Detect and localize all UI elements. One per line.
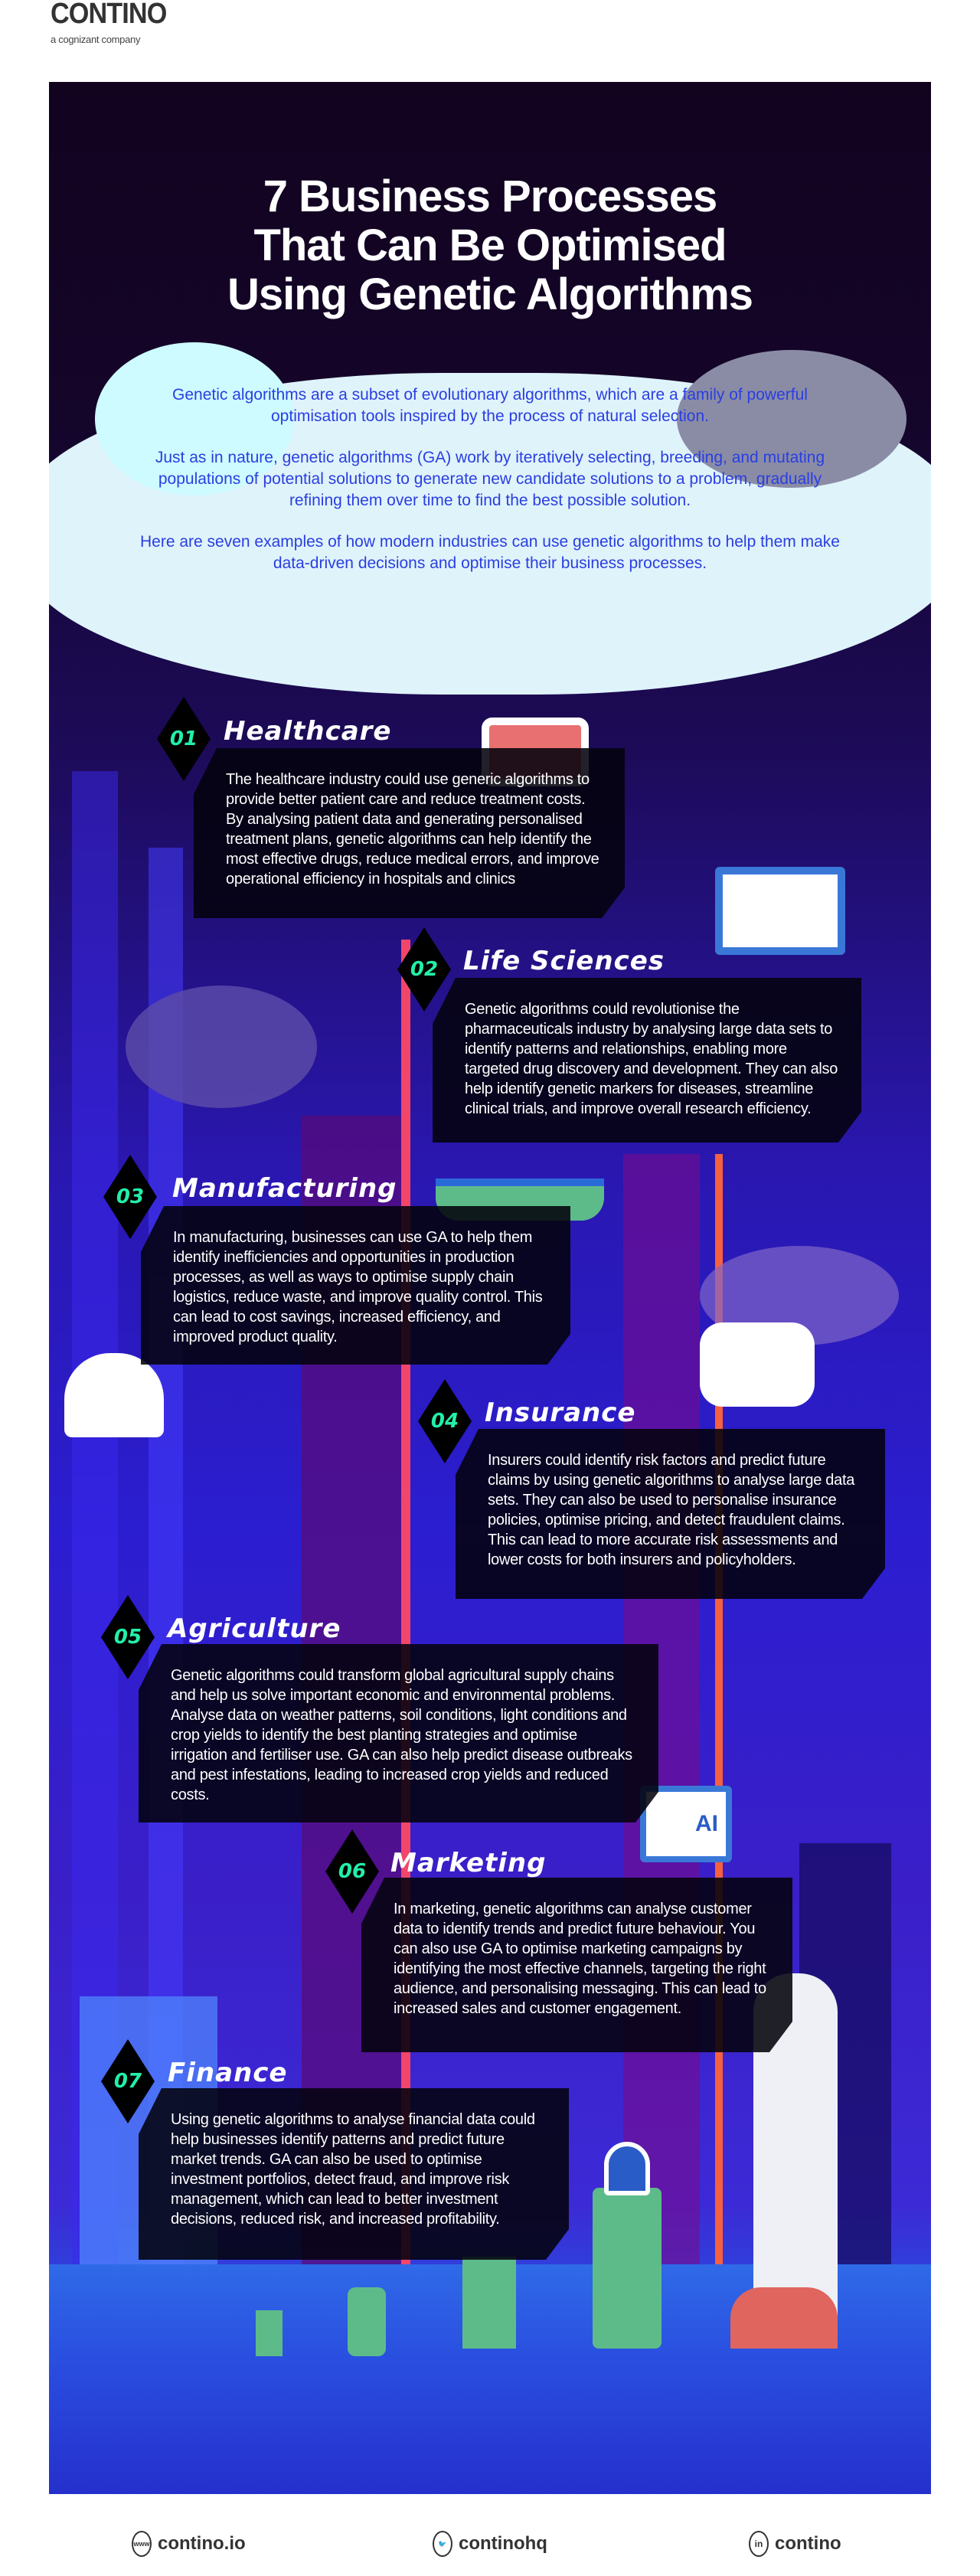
section-number-badge: 01: [157, 697, 211, 781]
section-description: The healthcare industry could use generi…: [194, 748, 625, 918]
ai-laptop-icon: AI: [640, 1786, 732, 1862]
section-description: Using genetic algorithms to analyse fina…: [139, 2088, 569, 2260]
infographic-panel: 7 Business Processes That Can Be Optimis…: [49, 82, 931, 2494]
section-title: Insurance: [485, 1398, 636, 1428]
section-title: Healthcare: [224, 716, 392, 747]
contino-logo: CONTINO a cognizant company: [51, 0, 179, 45]
section-number-badge: 04: [418, 1379, 472, 1463]
twitter-link[interactable]: 🐦 continohq: [433, 2531, 547, 2557]
footer: www contino.io 🐦 continohq in contino: [0, 2531, 980, 2561]
logo-wordmark: CONTINO: [51, 0, 167, 30]
website-link[interactable]: www contino.io: [132, 2531, 246, 2557]
cloud: [677, 350, 906, 488]
monitor-brain-icon: [715, 867, 845, 955]
page-title: 7 Business Processes That Can Be Optimis…: [227, 172, 753, 319]
drone-icon: [64, 1353, 164, 1437]
section-description: Genetic algorithms could transform globa…: [139, 1644, 658, 1822]
section-description: In manufacturing, businesses can use GA …: [141, 1206, 570, 1365]
www-icon: www: [132, 2531, 152, 2557]
linkedin-link[interactable]: in contino: [749, 2531, 841, 2557]
linkedin-icon: in: [749, 2531, 769, 2557]
section-description: In marketing, genetic algorithms can ana…: [361, 1878, 792, 2052]
twitter-icon: 🐦: [433, 2531, 452, 2557]
robot-base: [730, 2287, 838, 2349]
robot-dog-icon: [700, 1322, 815, 1407]
section-description: Genetic algorithms could revolutionise t…: [433, 978, 861, 1143]
box-robot: [462, 2257, 516, 2349]
green-robot: [593, 2188, 662, 2349]
wheel-robot: [348, 2287, 386, 2356]
robot-head: [604, 2142, 650, 2195]
cloud: [95, 342, 294, 495]
section-description: Insurers could identify risk factors and…: [456, 1429, 885, 1599]
section-title: Agriculture: [168, 1613, 341, 1644]
cloud: [126, 986, 317, 1108]
section-title: Life Sciences: [463, 946, 665, 976]
section-title: Manufacturing: [172, 1173, 397, 1204]
light-beam: [715, 1154, 723, 2264]
intro-text: Genetic algorithms are a subset of evolu…: [140, 386, 840, 572]
section-title: Finance: [168, 2058, 288, 2088]
logo-tagline: a cognizant company: [51, 34, 141, 45]
section-title: Marketing: [390, 1848, 547, 1878]
light-beam: [401, 940, 410, 2264]
small-robot: [256, 2310, 283, 2356]
